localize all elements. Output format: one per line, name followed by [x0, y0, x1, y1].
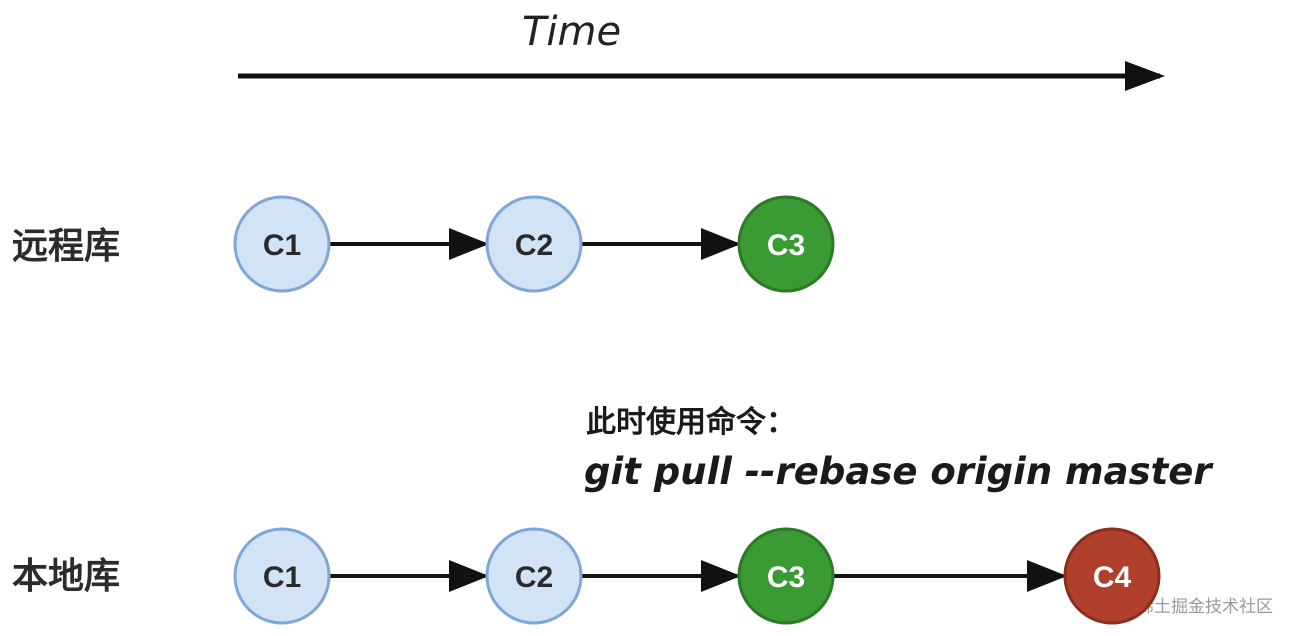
commit-label: C2	[515, 229, 553, 262]
commit-label: C3	[767, 561, 805, 594]
commit-node-remote-c1: C1	[233, 195, 331, 293]
commit-label: C4	[1093, 561, 1132, 594]
commit-circle	[485, 195, 583, 293]
command-caption: 此时使用命令：	[586, 405, 796, 440]
commit-label: C2	[515, 561, 553, 594]
commit-label: C1	[263, 561, 301, 594]
commit-node-remote-c3: C3	[737, 195, 835, 293]
commit-circle	[485, 527, 583, 625]
commit-node-local-c2: C2	[485, 527, 583, 625]
commit-node-local-c4: C4	[1063, 527, 1161, 625]
time-axis-label: Time	[522, 9, 621, 55]
commit-circle	[1063, 527, 1161, 625]
commit-label: C1	[263, 229, 301, 262]
commit-row-local: C1 C2 C3 C4	[233, 527, 1161, 625]
commit-circle	[737, 195, 835, 293]
row-label-remote: 远程库	[12, 226, 120, 267]
row-label-local: 本地库	[12, 556, 120, 597]
watermark: @稀土掘金技术社区	[1120, 597, 1273, 617]
commit-circle	[737, 527, 835, 625]
commit-label: C3	[767, 229, 805, 262]
commit-node-local-c1: C1	[233, 527, 331, 625]
commit-circle	[233, 527, 331, 625]
commit-row-remote: C1 C2 C3	[233, 195, 835, 293]
command-text: git pull --rebase origin master	[584, 450, 1214, 493]
commit-node-local-c3: C3	[737, 527, 835, 625]
commit-node-remote-c2: C2	[485, 195, 583, 293]
commit-circle	[233, 195, 331, 293]
